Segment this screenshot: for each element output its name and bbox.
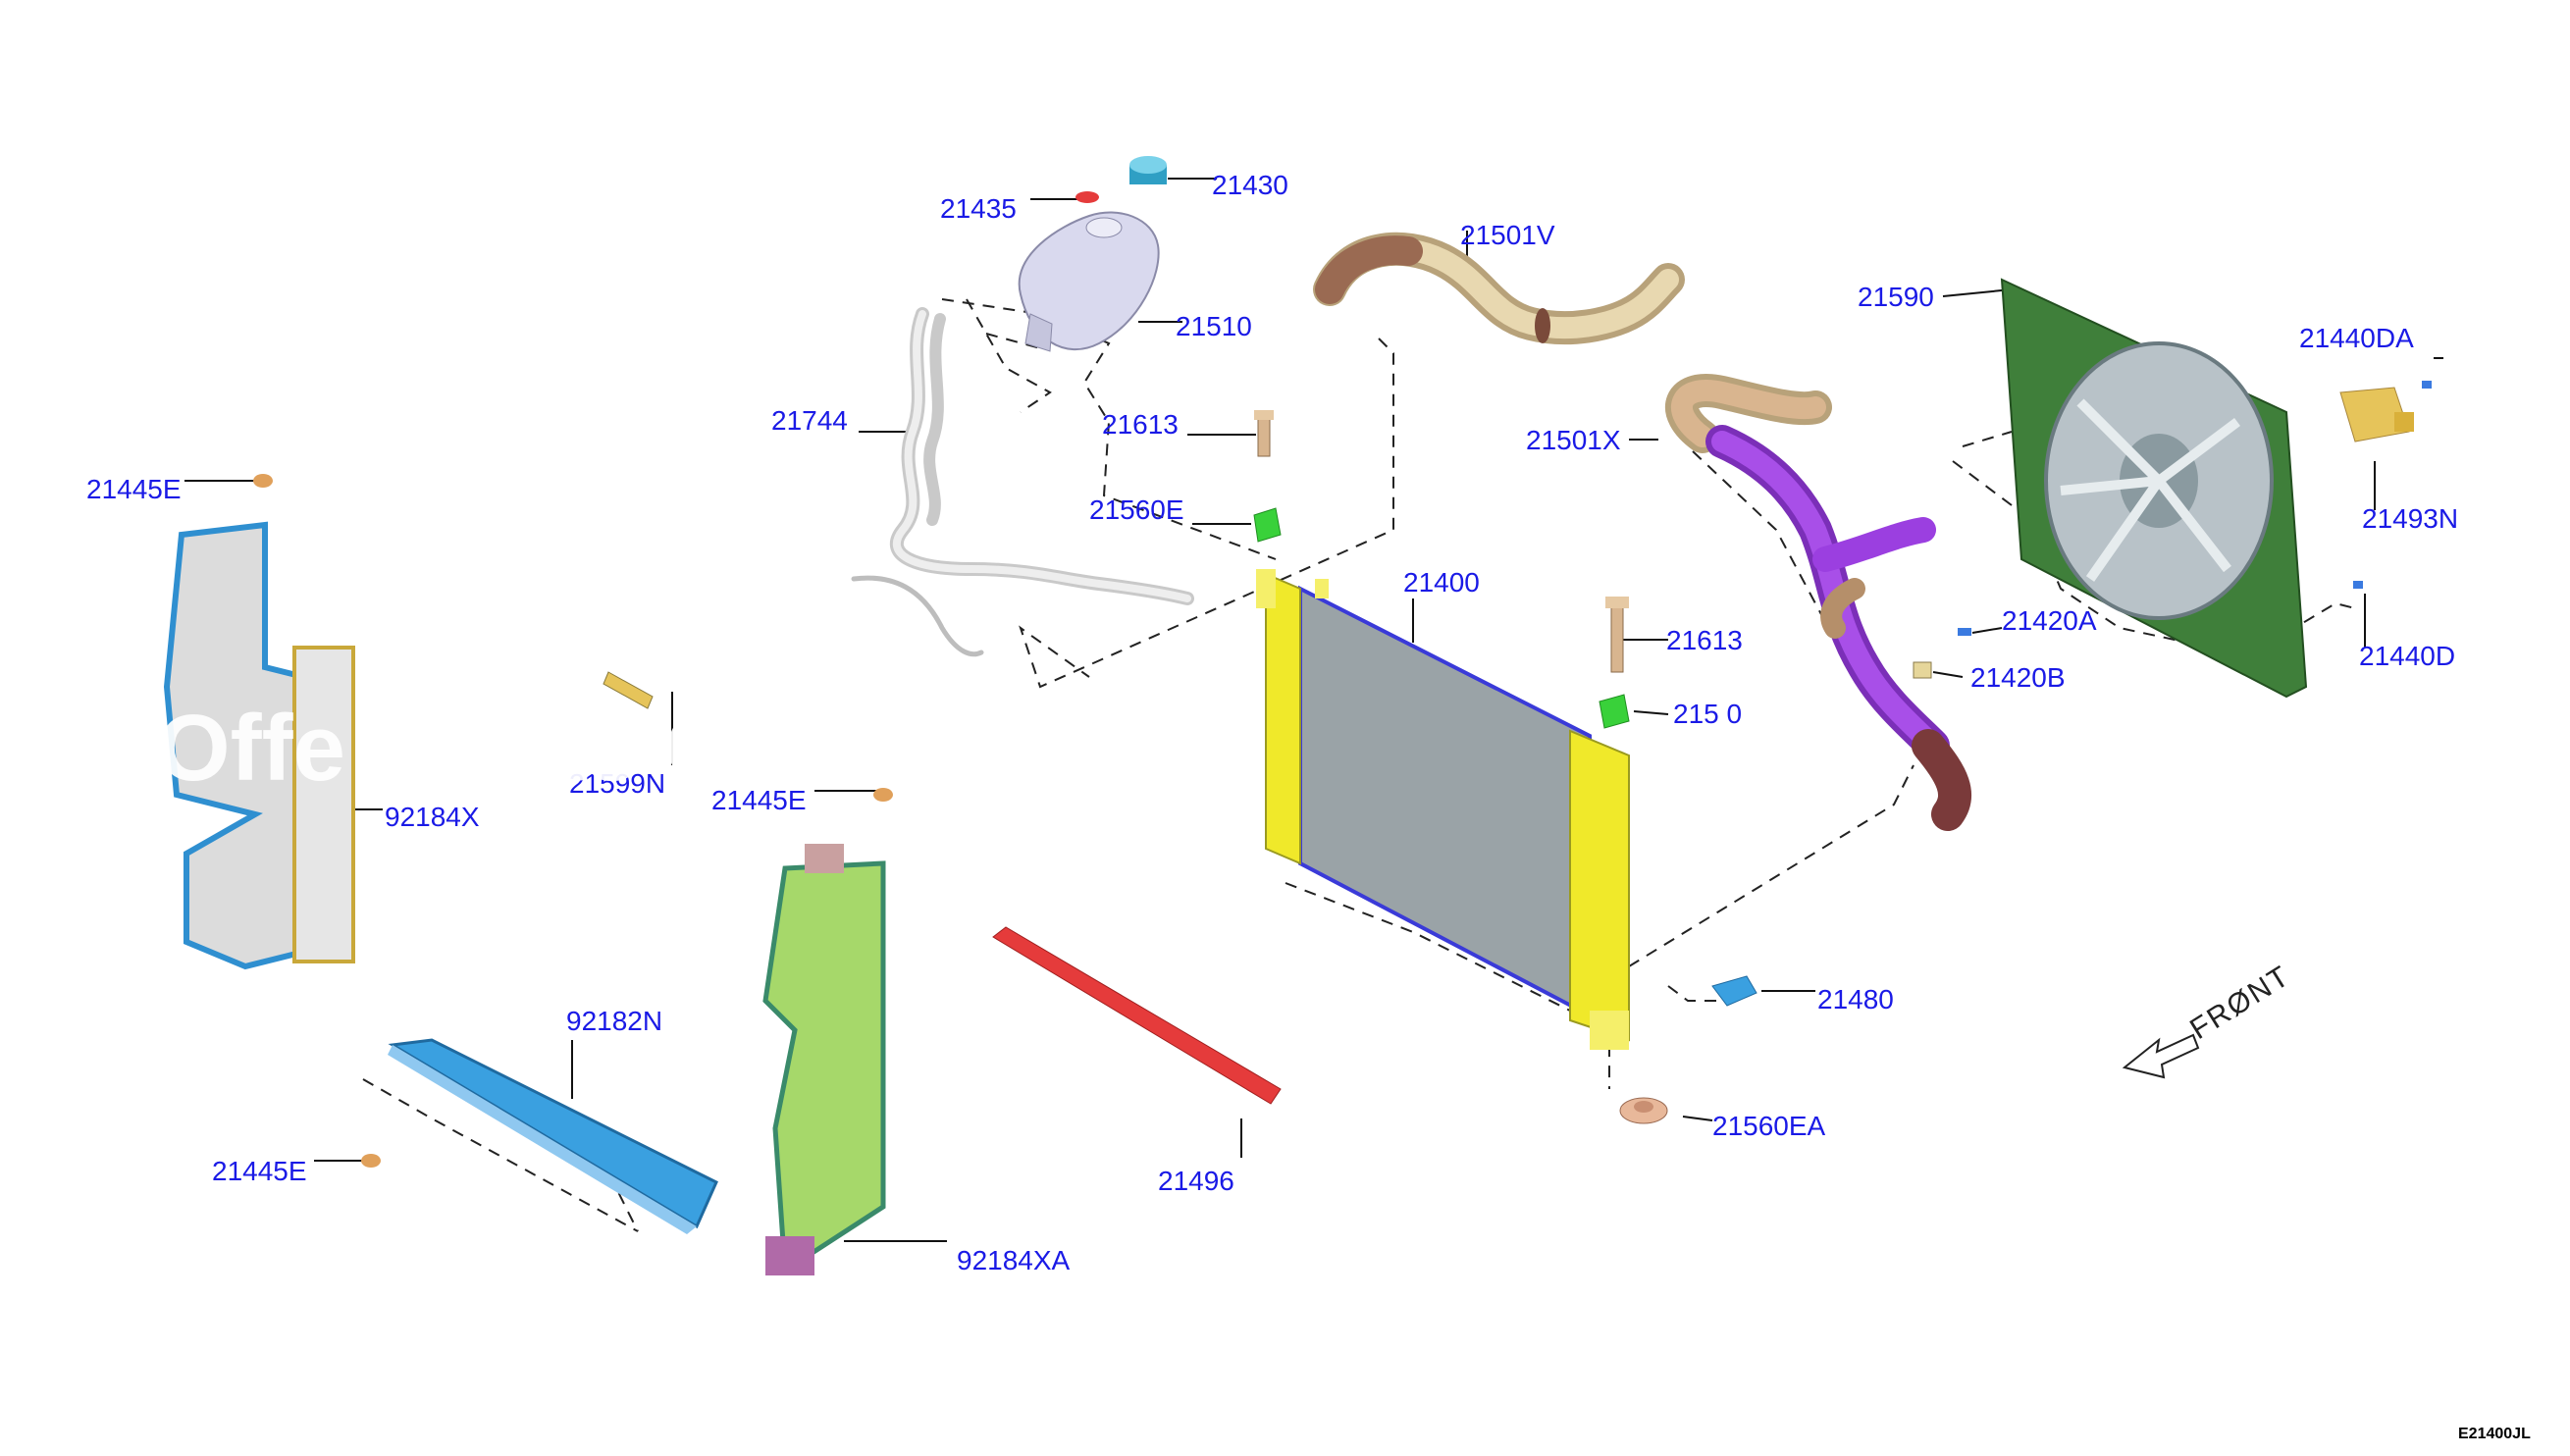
- callout-21501V[interactable]: 21501V: [1460, 220, 1555, 250]
- mount-icon[interactable]: [1619, 1097, 1668, 1124]
- clip-icon-21420B[interactable]: [1913, 661, 1932, 679]
- front-arrow-icon: FRØNT: [2122, 960, 2296, 1079]
- callout-21590[interactable]: 21590: [1858, 282, 1934, 312]
- bolt-icon-21440DA[interactable]: [2422, 381, 2432, 389]
- callout-92184X[interactable]: 92184X: [385, 802, 480, 832]
- callout-21420B[interactable]: 21420B: [1970, 662, 2066, 693]
- callout-92184XA[interactable]: 92184XA: [957, 1245, 1071, 1275]
- callout-21430[interactable]: 21430: [1212, 170, 1288, 200]
- seal-strip-icon[interactable]: [992, 926, 1282, 1105]
- callout-21496[interactable]: 21496: [1158, 1166, 1234, 1196]
- callout-21435[interactable]: 21435: [940, 193, 1017, 224]
- clip-icon-b[interactable]: [873, 788, 893, 802]
- clip-icon-a[interactable]: [253, 474, 273, 488]
- radiator-icon[interactable]: [1256, 569, 1630, 1050]
- watermark-text: Offe ts Catalo: [157, 696, 953, 801]
- callout-21560-b[interactable]: 215 0: [1673, 699, 1742, 729]
- air-deflector-right-icon[interactable]: [762, 844, 886, 1275]
- isolator-icon-2[interactable]: [1599, 694, 1630, 729]
- bolt-icon-21440D[interactable]: [2353, 581, 2363, 589]
- callout-92182N[interactable]: 92182N: [566, 1006, 662, 1036]
- callout-21420A[interactable]: 21420A: [2002, 605, 2097, 636]
- lower-hose-icon[interactable]: [1665, 374, 1971, 831]
- callout-21560E[interactable]: 21560E: [1089, 494, 1184, 525]
- callout-21493N[interactable]: 21493N: [2362, 503, 2458, 534]
- assembly-lines: [362, 298, 2356, 1232]
- callout-labels: 21435 21430 21510 21501V 21744 21613 215…: [86, 170, 2458, 1275]
- callout-21440DA[interactable]: 21440DA: [2299, 323, 2414, 353]
- leader-lines: [184, 178, 2443, 1242]
- drain-plug-icon[interactable]: [1711, 975, 1757, 1007]
- callout-21501X[interactable]: 21501X: [1526, 425, 1621, 455]
- callout-21744[interactable]: 21744: [771, 405, 848, 436]
- front-label: FRØNT: [2184, 960, 2296, 1046]
- callout-21613-b[interactable]: 21613: [1666, 625, 1743, 655]
- pressure-cap-icon[interactable]: [1129, 156, 1167, 184]
- fan-shroud-icon[interactable]: [2000, 278, 2308, 699]
- sensor-icon[interactable]: [1254, 410, 1274, 457]
- callout-21440D[interactable]: 21440D: [2359, 641, 2455, 671]
- overflow-hose-icon[interactable]: [851, 307, 1194, 657]
- callout-21510[interactable]: 21510: [1176, 311, 1252, 341]
- callout-21445E-a[interactable]: 21445E: [86, 474, 182, 504]
- upper-hose-icon[interactable]: [1313, 232, 1685, 345]
- callout-21599N[interactable]: 21599N: [569, 768, 665, 799]
- tag-icon[interactable]: [603, 671, 654, 709]
- coolant-reservoir-icon[interactable]: [1018, 211, 1160, 352]
- air-deflector-left-icon[interactable]: [163, 521, 355, 970]
- callout-21445E-c[interactable]: 21445E: [212, 1156, 307, 1186]
- clip-icon-c[interactable]: [361, 1154, 381, 1168]
- sensor-icon-2[interactable]: [1605, 597, 1629, 673]
- fan-resistor-icon[interactable]: [2339, 387, 2414, 442]
- callout-21445E-b[interactable]: 21445E: [711, 785, 807, 815]
- bolt-icon-21420A[interactable]: [1958, 628, 1971, 636]
- callout-21613[interactable]: 21613: [1102, 409, 1179, 440]
- air-deflector-lower-icon[interactable]: [388, 1038, 718, 1234]
- figure-code: E21400JL: [2458, 1426, 2531, 1442]
- callout-21400[interactable]: 21400: [1403, 567, 1480, 598]
- callout-21560EA[interactable]: 21560EA: [1712, 1111, 1826, 1141]
- callout-21480[interactable]: 21480: [1817, 984, 1894, 1014]
- plug-icon[interactable]: [1075, 191, 1099, 203]
- isolator-icon[interactable]: [1253, 507, 1282, 543]
